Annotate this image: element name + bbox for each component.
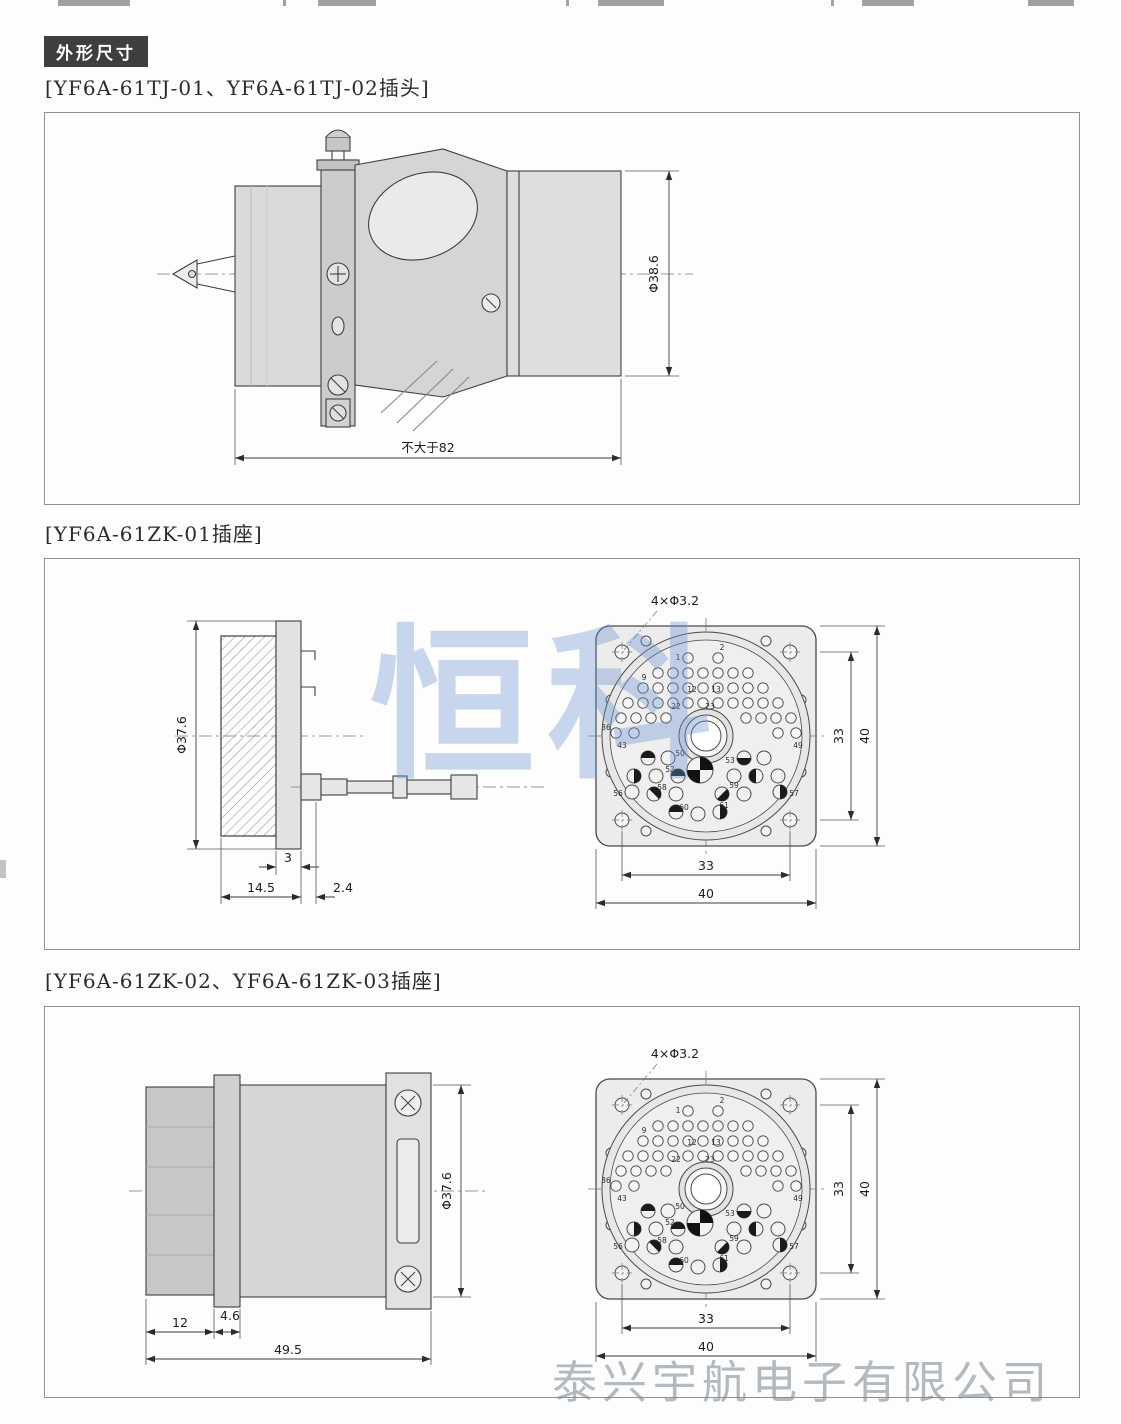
svg-text:56: 56 xyxy=(613,789,623,798)
svg-text:50: 50 xyxy=(675,749,685,758)
cropped-table-remnant xyxy=(598,0,664,6)
cropped-table-remnant xyxy=(1028,0,1074,6)
svg-text:59: 59 xyxy=(729,781,739,790)
svg-text:58: 58 xyxy=(657,1236,667,1245)
dim-zk01-height: 40 xyxy=(857,728,872,744)
plug-side-view xyxy=(171,129,622,432)
dim-zk01-flange-thickness: 3 xyxy=(284,850,292,865)
dim-zk0203-hole-span-v: 33 xyxy=(831,1181,846,1197)
dim-zk01-hole-span-v: 33 xyxy=(831,728,846,744)
dim-zk01-diameter: Φ37.6 xyxy=(174,716,189,754)
plug-dimensions: Φ38.6 不大于82 xyxy=(234,170,679,465)
svg-text:12: 12 xyxy=(687,685,697,694)
svg-text:53: 53 xyxy=(725,1209,735,1218)
svg-text:23: 23 xyxy=(705,702,715,711)
svg-text:59: 59 xyxy=(729,1234,739,1243)
cropped-table-rule xyxy=(283,0,286,6)
figure3-caption: [YF6A-61ZK-02、YF6A-61ZK-03插座] xyxy=(45,969,442,993)
svg-text:57: 57 xyxy=(789,789,799,798)
plug-outline-drawing: Φ38.6 不大于82 xyxy=(157,129,693,465)
svg-text:13: 13 xyxy=(711,1138,721,1147)
dim-zk01-tail: 2.4 xyxy=(333,880,353,895)
section-header-badge: 外形尺寸 xyxy=(44,36,148,67)
svg-text:52: 52 xyxy=(665,1218,675,1227)
dim-zk01-hole-span-h: 33 xyxy=(698,858,714,873)
svg-text:36: 36 xyxy=(601,723,611,732)
svg-text:43: 43 xyxy=(617,1194,627,1203)
zk01-side-dimensions: Φ37.6 3 14.5 2.4 xyxy=(174,620,353,904)
svg-text:60: 60 xyxy=(679,1256,689,1265)
cropped-table-rule xyxy=(831,0,834,6)
scan-edge-mark xyxy=(0,860,6,878)
svg-text:12: 12 xyxy=(687,1138,697,1147)
dim-zk01-depth: 14.5 xyxy=(247,880,275,895)
figure2-caption: [YF6A-61ZK-01插座] xyxy=(45,522,263,546)
svg-text:49: 49 xyxy=(793,741,803,750)
svg-text:1: 1 xyxy=(676,653,681,662)
svg-text:53: 53 xyxy=(725,756,735,765)
zk0203-side-view xyxy=(129,1072,485,1310)
dim-zk0203-diameter: Φ37.6 xyxy=(439,1172,454,1210)
svg-text:22: 22 xyxy=(671,1155,681,1164)
dim-zk0203-width: 40 xyxy=(698,1339,714,1354)
svg-text:61: 61 xyxy=(719,1254,729,1263)
zk0203-front-dimensions: 4×Φ3.2 33 40 33 xyxy=(595,1046,885,1362)
cropped-table-rule xyxy=(566,0,569,6)
cropped-table-remnant xyxy=(862,0,914,6)
svg-text:22: 22 xyxy=(671,702,681,711)
cropped-table-remnant xyxy=(318,0,376,6)
section-header-text: 外形尺寸 xyxy=(56,44,136,64)
svg-text:58: 58 xyxy=(657,783,667,792)
svg-text:2: 2 xyxy=(720,1096,725,1105)
svg-text:1: 1 xyxy=(676,1106,681,1115)
svg-text:56: 56 xyxy=(613,1242,623,1251)
zk01-side-view xyxy=(175,620,545,850)
dim-zk01-mounting-holes: 4×Φ3.2 xyxy=(651,593,699,608)
svg-text:50: 50 xyxy=(675,1202,685,1211)
svg-text:2: 2 xyxy=(720,643,725,652)
dim-plug-max-length: 不大于82 xyxy=(401,440,454,455)
figure1-frame: Φ38.6 不大于82 xyxy=(44,112,1080,505)
svg-text:23: 23 xyxy=(705,1155,715,1164)
dim-plug-diameter: Φ38.6 xyxy=(646,255,661,293)
svg-text:13: 13 xyxy=(711,685,721,694)
svg-text:60: 60 xyxy=(679,803,689,812)
svg-text:49: 49 xyxy=(793,1194,803,1203)
zk0203-side-dimensions: Φ37.6 12 4.6 49.5 xyxy=(145,1084,471,1365)
svg-text:9: 9 xyxy=(642,1126,647,1135)
svg-text:36: 36 xyxy=(601,1176,611,1185)
dim-zk01-width: 40 xyxy=(698,886,714,901)
zk01-front-dimensions: 4×Φ3.2 33 40 33 xyxy=(595,593,885,909)
cropped-table-remnant xyxy=(58,0,130,6)
dim-zk0203-hole-span-h: 33 xyxy=(698,1311,714,1326)
dim-zk0203-ring: 4.6 xyxy=(220,1308,240,1323)
svg-text:9: 9 xyxy=(642,673,647,682)
svg-text:61: 61 xyxy=(719,801,729,810)
dim-zk0203-total-length: 49.5 xyxy=(274,1342,302,1357)
dim-zk0203-height: 40 xyxy=(857,1181,872,1197)
dim-zk0203-front-length: 12 xyxy=(172,1315,188,1330)
figure1-caption: [YF6A-61TJ-01、YF6A-61TJ-02插头] xyxy=(45,76,430,100)
svg-text:43: 43 xyxy=(617,741,627,750)
dim-zk0203-mounting-holes: 4×Φ3.2 xyxy=(651,1046,699,1061)
svg-text:52: 52 xyxy=(665,765,675,774)
svg-text:57: 57 xyxy=(789,1242,799,1251)
